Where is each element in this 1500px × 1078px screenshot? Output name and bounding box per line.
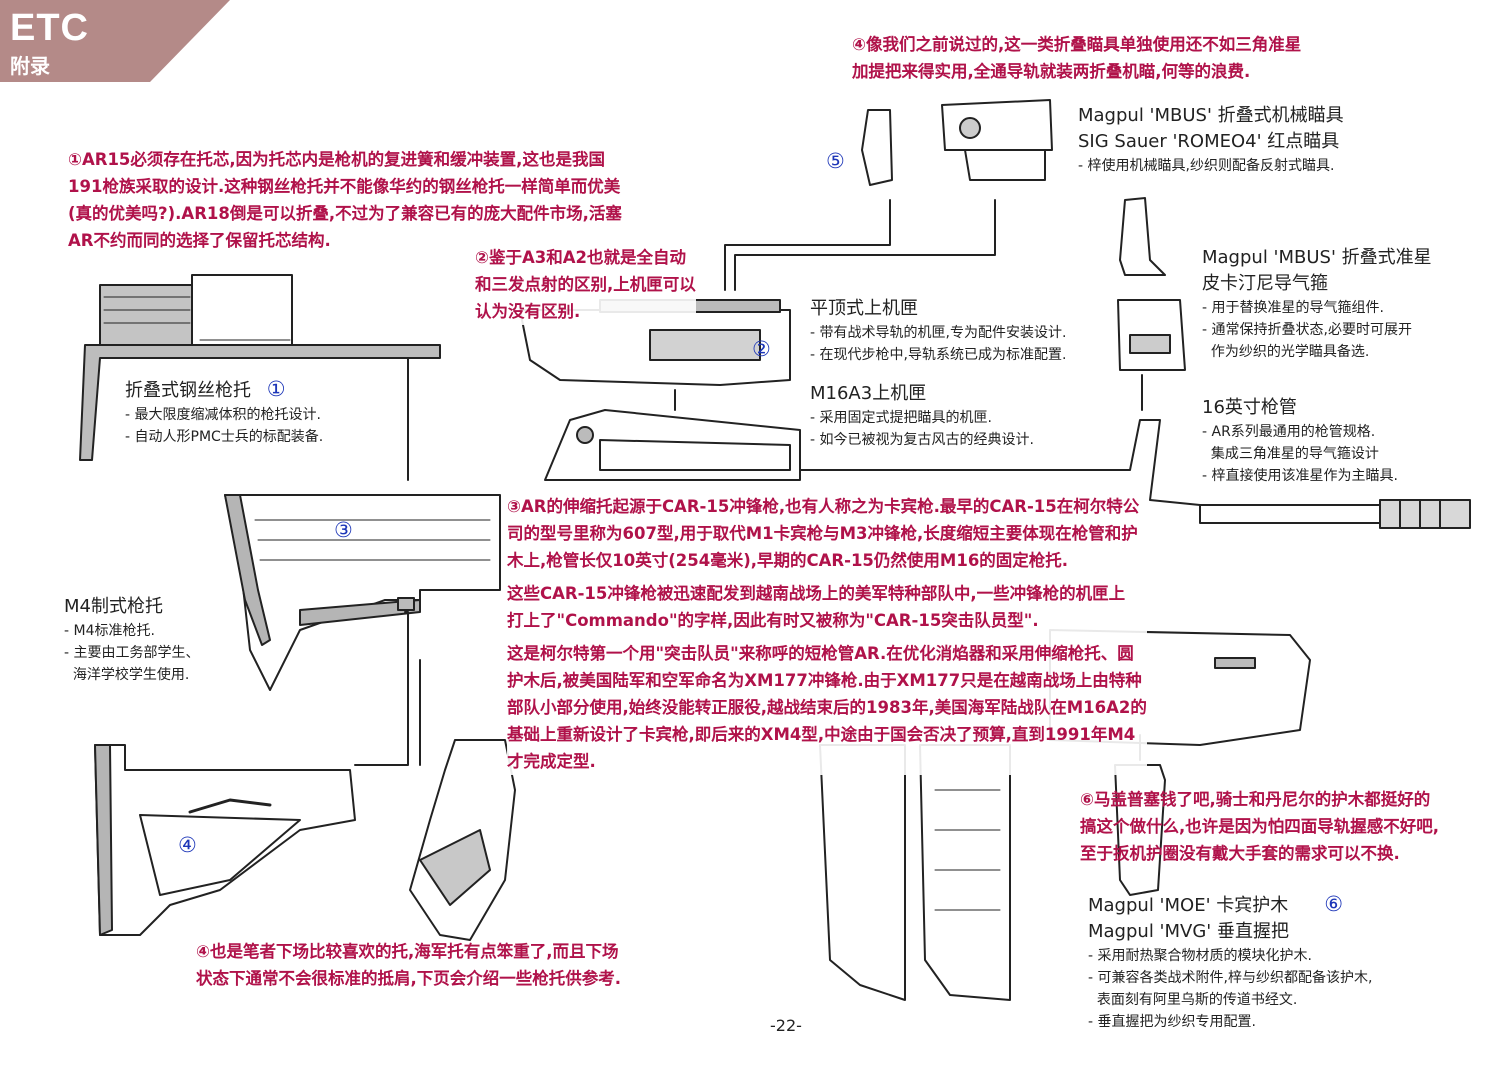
marker-5: ⑤ <box>826 149 845 173</box>
note-1: ①AR15必须存在托芯,因为托芯内是枪机的复进簧和缓冲装置,这也是我国 191枪… <box>68 146 622 254</box>
bullet: - 梓使用机械瞄具,纱织则配备反射式瞄具. <box>1078 158 1335 174</box>
gas-block-drawing <box>1117 299 1186 371</box>
note-line: 这些CAR-15冲锋枪被迅速配发到越南战场上的美军特种部队中,一些冲锋枪的机匣上 <box>507 584 1126 603</box>
marker-3: ③ <box>334 518 353 542</box>
label-moe: Magpul 'MOE' 卡宾护木 ⑥ Magpul 'MVG' 垂直握把 - 采… <box>1088 893 1372 1033</box>
label-title: M16A3上机匣 <box>810 383 927 404</box>
note-3: ③AR的伸缩托起源于CAR-15冲锋枪,也有人称之为卡宾枪.最早的CAR-15在… <box>507 493 1147 775</box>
bullet: - 最大限度缩减体积的枪托设计. <box>125 407 321 423</box>
bullet: - 通常保持折叠状态,必要时可展开 <box>1202 322 1412 338</box>
note-line: 至于扳机护圈没有戴大手套的需求可以不换. <box>1080 844 1400 863</box>
marker-1: ① <box>266 377 286 401</box>
header-tag: ETC <box>10 7 89 49</box>
mbus-rear-drawing <box>861 109 893 186</box>
red-dot-drawing <box>941 99 1053 181</box>
note-line: 木上,枪管长仅10英寸(254毫米),早期的CAR-15仍然使用M16的固定枪托… <box>507 551 1069 570</box>
bullet: 表面刻有阿里乌斯的传道书经文. <box>1088 992 1298 1008</box>
bullet: - 垂直握把为纱织专用配置. <box>1088 1014 1256 1030</box>
note-line: 司的型号里称为607型,用于取代M1卡宾枪与M3冲锋枪,长度缩短主要体现在枪管和… <box>507 524 1138 543</box>
note-2: ②鉴于A3和A2也就是全自动 和三发点射的区别,上机匣可以 认为没有区别. <box>475 244 696 325</box>
bullet: - 梓直接使用该准星作为主瞄具. <box>1202 468 1398 484</box>
label-title: M4制式枪托 <box>64 596 163 617</box>
m16a3-receiver-drawing <box>544 409 1201 506</box>
page-number: -22- <box>770 1016 802 1035</box>
note-line: (真的优美吗?).AR18倒是可以折叠,不过为了兼容已有的庞大配件市场,活塞 <box>68 204 622 223</box>
bullet: - 如今已被视为复古风古的经典设计. <box>810 432 1034 448</box>
label-m4-stock: M4制式枪托 - M4标准枪托. - 主要由工务部学生、 海洋学校学生使用. <box>64 594 200 686</box>
barrel-drawing <box>1199 499 1471 529</box>
bullet: - 在现代步枪中,导轨系统已成为标准配置. <box>810 347 1067 363</box>
note-line: AR不约而同的选择了保留托芯结构. <box>68 231 331 250</box>
note-line: 才完成定型. <box>507 752 596 771</box>
magazine-drawing <box>819 744 1011 1001</box>
label-flattop: 平顶式上机匣 - 带有战术导轨的机匣,专为配件安装设计. - 在现代步枪中,导轨… <box>810 296 1066 366</box>
note-line: 加提把来得实用,全通导轨就装两折叠机瞄,何等的浪费. <box>852 62 1251 81</box>
folding-wire-stock-drawing <box>79 274 441 461</box>
label-title: SIG Sauer 'ROMEO4' 红点瞄具 <box>1078 131 1340 152</box>
bullet: 作为纱织的光学瞄具备选. <box>1202 344 1370 360</box>
label-mbus-sight: Magpul 'MBUS' 折叠式机械瞄具 SIG Sauer 'ROMEO4'… <box>1078 103 1344 177</box>
marker-4: ④ <box>178 833 197 857</box>
marker-6: ⑥ <box>1324 892 1344 916</box>
note-line: 认为没有区别. <box>475 302 581 321</box>
label-mbus-front: Magpul 'MBUS' 折叠式准星 皮卡汀尼导气箍 - 用于替换准星的导气箍… <box>1202 245 1432 363</box>
bullet: 海洋学校学生使用. <box>64 667 190 683</box>
note-line: 护木后,被美国陆军和空军命名为XM177冲锋枪.由于XM177只是在越南战场上由… <box>507 671 1142 690</box>
bullet: - 用于替换准星的导气箍组件. <box>1202 300 1384 316</box>
note-line: 191枪族采取的设计.这种钢丝枪托并不能像华约的钢丝枪托一样简单而优美 <box>68 177 621 196</box>
connector-lines <box>354 199 1143 766</box>
label-title: 16英寸枪管 <box>1202 397 1297 418</box>
note-line: ④也是笔者下场比较喜欢的托,海军托有点笨重了,而且下场 <box>196 942 619 961</box>
label-barrel: 16英寸枪管 - AR系列最通用的枪管规格. 集成三角准星的导气箍设计 - 梓直… <box>1202 395 1398 487</box>
bullet: - 带有战术导轨的机匣,专为配件安装设计. <box>810 325 1067 341</box>
note-line: ②鉴于A3和A2也就是全自动 <box>475 248 686 267</box>
note-line: 基础上重新设计了卡宾枪,即后来的XM4型,中途由于国会否决了预算,直到1991年… <box>507 725 1136 744</box>
note-4-top: ④像我们之前说过的,这一类折叠瞄具单独使用还不如三角准星 加提把来得实用,全通导… <box>852 31 1301 85</box>
note-line: 搞这个做什么,也许是因为怕四面导轨握感不好吧, <box>1080 817 1440 836</box>
pistol-grip-drawing <box>409 739 516 941</box>
note-line: 这是柯尔特第一个用"突击队员"来称呼的短枪管AR.在优化消焰器和采用伸缩枪托、圆 <box>507 644 1134 663</box>
mbus-front-drawing <box>1119 197 1166 276</box>
note-line: 和三发点射的区别,上机匣可以 <box>475 275 696 294</box>
bullet: - AR系列最通用的枪管规格. <box>1202 424 1376 440</box>
note-line: ④像我们之前说过的,这一类折叠瞄具单独使用还不如三角准星 <box>852 35 1302 54</box>
note-line: ①AR15必须存在托芯,因为托芯内是枪机的复进簧和缓冲装置,这也是我国 <box>68 150 605 169</box>
vertical-grip-drawing <box>1114 764 1166 896</box>
note-line: ⑥马盖普塞钱了吧,骑士和丹尼尔的护木都挺好的 <box>1080 790 1431 809</box>
label-title: 折叠式钢丝枪托 <box>125 380 251 401</box>
label-title: 平顶式上机匣 <box>810 298 918 319</box>
flattop-receiver-drawing <box>519 299 791 386</box>
label-title: Magpul 'MOE' 卡宾护木 <box>1088 895 1289 916</box>
header-tab-shape <box>0 0 230 82</box>
label-folding-stock: 折叠式钢丝枪托 ① - 最大限度缩减体积的枪托设计. - 自动人形PMC士兵的标… <box>125 378 323 448</box>
header-subtitle: 附录 <box>10 54 50 78</box>
bullet: - 主要由工务部学生、 <box>64 645 200 661</box>
label-title: Magpul 'MBUS' 折叠式机械瞄具 <box>1078 105 1344 126</box>
bullet: - 采用耐热聚合物材质的模块化护木. <box>1088 948 1312 964</box>
note-6: ⑥马盖普塞钱了吧,骑士和丹尼尔的护木都挺好的 搞这个做什么,也许是因为怕四面导轨… <box>1080 786 1439 867</box>
bullet: - 采用固定式提把瞄具的机匣. <box>810 410 992 426</box>
note-line: 打上了"Commando"的字样,因此有时又被称为"CAR-15突击队员型". <box>507 611 1039 630</box>
marker-2: ② <box>752 337 771 361</box>
moe-stock-drawing <box>94 744 356 936</box>
label-title: Magpul 'MVG' 垂直握把 <box>1088 921 1289 942</box>
bullet: - M4标准枪托. <box>64 623 155 639</box>
label-title: 皮卡汀尼导气箍 <box>1202 273 1328 294</box>
note-line: 部队小部分使用,始终没能转正服役,越战结束后的1983年,美国海军陆战队在M16… <box>507 698 1147 717</box>
header-tab <box>0 0 230 82</box>
note-line: 状态下通常不会很标准的抵肩,下页会介绍一些枪托供参考. <box>196 969 622 988</box>
bullet: - 自动人形PMC士兵的标配装备. <box>125 429 324 445</box>
m4-stock-drawing <box>224 494 501 691</box>
bullet: - 可兼容各类战术附件,梓与纱织都配备该护木, <box>1088 970 1373 986</box>
label-title: Magpul 'MBUS' 折叠式准星 <box>1202 247 1432 268</box>
bullet: 集成三角准星的导气箍设计 <box>1202 446 1379 462</box>
note-line: ③AR的伸缩托起源于CAR-15冲锋枪,也有人称之为卡宾枪.最早的CAR-15在… <box>507 497 1140 516</box>
label-m16a3: M16A3上机匣 - 采用固定式提把瞄具的机匣. - 如今已被视为复古风古的经典… <box>810 381 1034 451</box>
note-4-bottom: ④也是笔者下场比较喜欢的托,海军托有点笨重了,而且下场 状态下通常不会很标准的抵… <box>196 938 621 992</box>
